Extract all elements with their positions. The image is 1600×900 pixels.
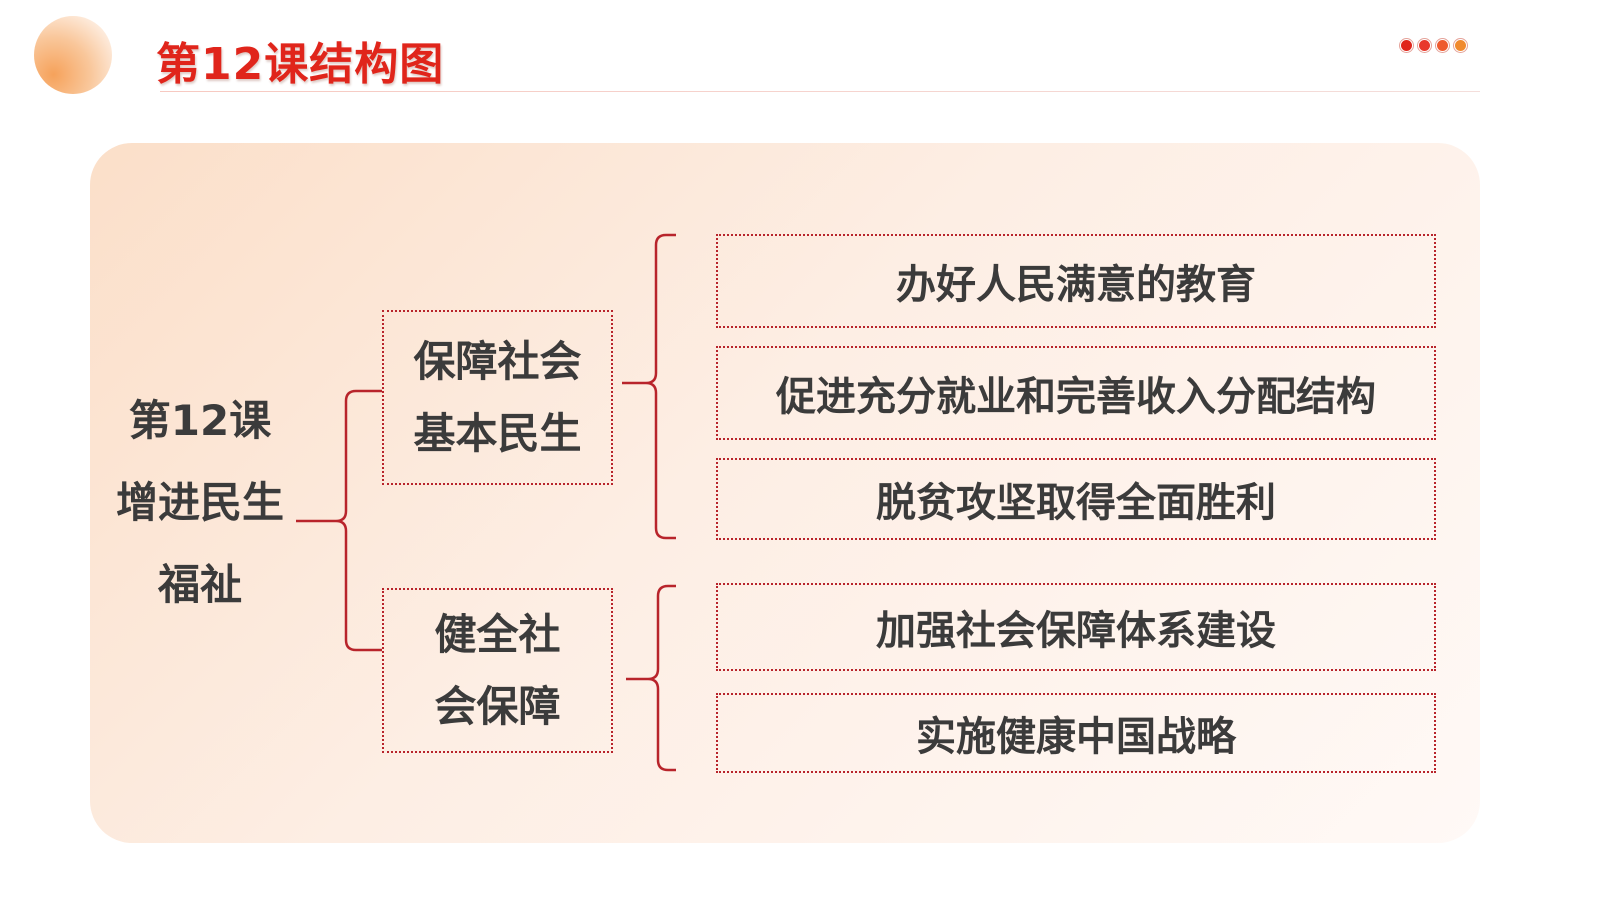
- leaf-node: 脱贫攻坚取得全面胜利: [716, 458, 1436, 540]
- corner-decoration: [34, 16, 112, 94]
- root-line-1: 第12课: [128, 396, 272, 445]
- branch-2-line-2: 会保障: [434, 681, 561, 731]
- leaf-node: 促进充分就业和完善收入分配结构: [716, 346, 1436, 440]
- leaf-node: 实施健康中国战略: [716, 693, 1436, 773]
- branch-1-bracket: [622, 233, 676, 540]
- branch-2-line-1: 健全社: [434, 609, 561, 659]
- dot-2: [1418, 39, 1431, 52]
- root-line-3: 福祉: [157, 560, 242, 609]
- diagram-card: [90, 143, 1480, 843]
- page-title: 第12课结构图: [156, 39, 445, 90]
- root-line-2: 增进民生: [115, 478, 284, 527]
- branch-1-line-1: 保障社会: [413, 336, 582, 386]
- branch-node-2: 健全社 会保障: [382, 588, 613, 753]
- branch-1-line-2: 基本民生: [413, 408, 582, 458]
- branch-node-1: 保障社会 基本民生: [382, 310, 613, 485]
- decorative-dots: [1400, 39, 1467, 52]
- leaf-node: 办好人民满意的教育: [716, 234, 1436, 328]
- branch-2-bracket: [626, 584, 676, 772]
- dot-4: [1454, 39, 1467, 52]
- root-bracket: [296, 389, 382, 652]
- root-node: 第12课 增进民生 福祉: [100, 380, 300, 626]
- dot-1: [1400, 39, 1413, 52]
- dot-3: [1436, 39, 1449, 52]
- title-divider: [160, 91, 1480, 92]
- leaf-node: 加强社会保障体系建设: [716, 583, 1436, 671]
